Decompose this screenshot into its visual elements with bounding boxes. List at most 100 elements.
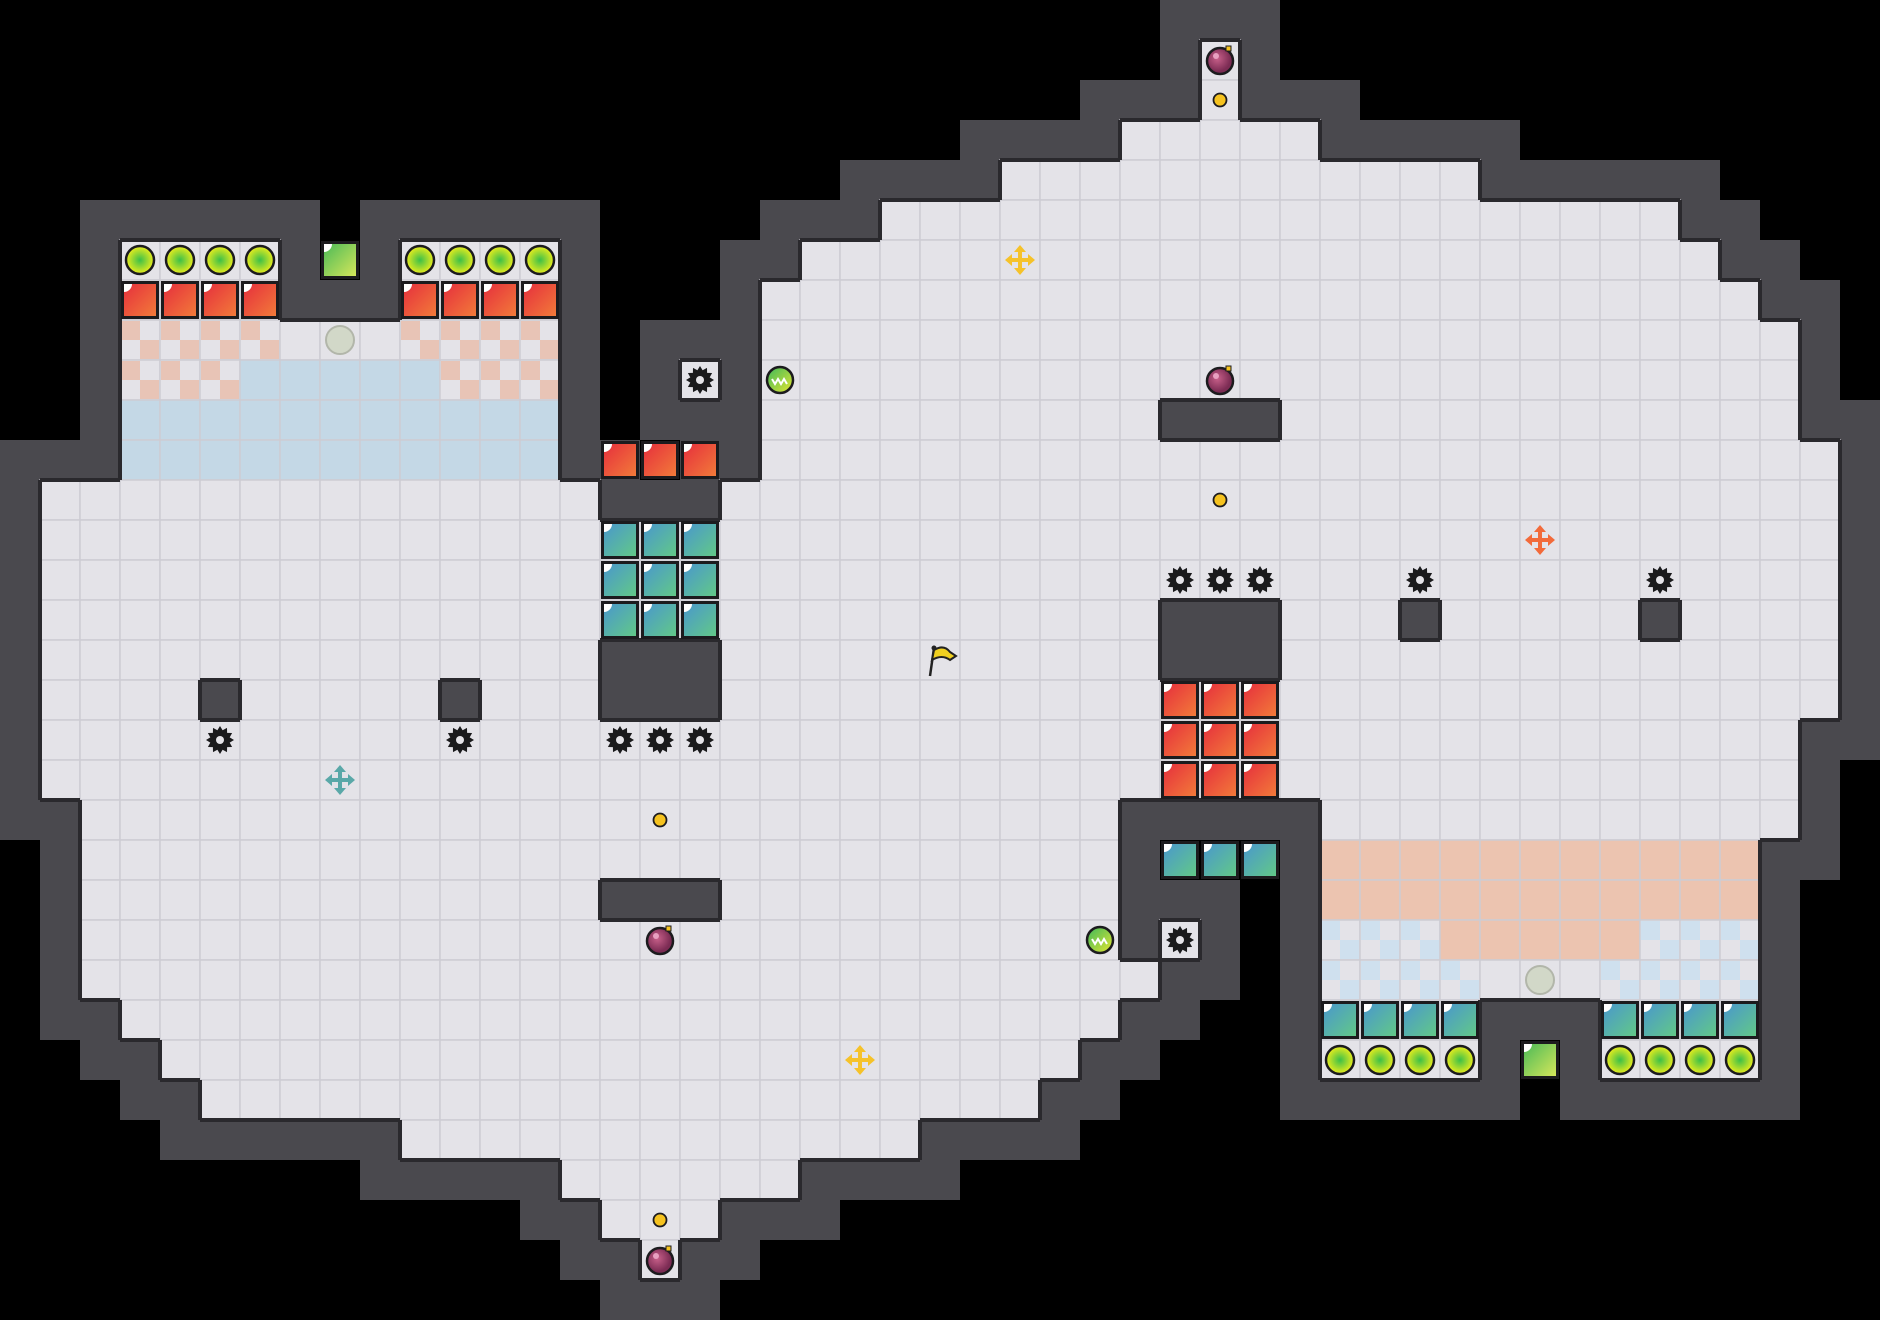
floor-tile	[1519, 559, 1561, 601]
floor-tile	[1439, 479, 1481, 521]
yellow-ball-icon	[444, 244, 476, 276]
floor-tile	[919, 759, 961, 801]
floor-tile	[199, 999, 241, 1041]
floor-tile	[1719, 279, 1761, 321]
floor-tile	[1399, 719, 1441, 761]
floor-tile	[1559, 199, 1601, 241]
floor-tile	[1719, 319, 1761, 361]
wall-tile	[1240, 800, 1280, 840]
floor-tile	[1359, 599, 1401, 641]
wall-tile	[1160, 600, 1200, 640]
floor-tile	[159, 479, 201, 521]
floor-tile	[879, 239, 921, 281]
floor-tile	[239, 1039, 281, 1081]
floor-tile	[1439, 679, 1481, 721]
wall-tile	[1760, 280, 1800, 320]
wall-tile	[840, 200, 880, 240]
floor-tile	[1519, 719, 1561, 761]
wall-tile	[920, 1120, 960, 1160]
floor-tile	[999, 479, 1041, 521]
floor-tile	[1439, 719, 1481, 761]
floor-tile	[1519, 279, 1561, 321]
floor-tile	[479, 719, 521, 761]
water-tile	[159, 399, 201, 441]
floor-tile	[719, 679, 761, 721]
floor-tile	[359, 639, 401, 681]
floor-tile	[79, 639, 121, 681]
floor-tile	[999, 1039, 1041, 1081]
floor-tile	[719, 1159, 761, 1201]
floor-tile	[399, 1079, 441, 1121]
floor-tile	[559, 759, 601, 801]
floor-tile	[639, 1039, 681, 1081]
wall-tile	[1280, 80, 1320, 120]
wall-tile	[1480, 1040, 1520, 1080]
checker-square	[121, 321, 140, 340]
wall-tile	[1840, 640, 1880, 680]
floor-tile	[1559, 479, 1601, 521]
wall-tile	[600, 640, 640, 680]
floor-tile	[1079, 239, 1121, 281]
floor-tile	[319, 479, 361, 521]
floor-tile	[1759, 519, 1801, 561]
red-block-icon	[1241, 681, 1279, 719]
floor-tile	[239, 719, 281, 761]
floor-tile	[1639, 399, 1681, 441]
salmon-tile	[1359, 839, 1401, 881]
checker-square	[1681, 921, 1700, 940]
floor-tile	[839, 279, 881, 321]
floor-tile	[1079, 799, 1121, 841]
floor-tile	[799, 839, 841, 881]
floor-tile	[239, 759, 281, 801]
wall-tile	[640, 400, 680, 440]
floor-tile	[1799, 439, 1841, 481]
water-tile	[279, 399, 321, 441]
floor-tile	[439, 639, 481, 681]
floor-tile	[999, 519, 1041, 561]
floor-tile	[1719, 519, 1761, 561]
floor-tile	[959, 919, 1001, 961]
wall-tile	[1560, 160, 1600, 200]
water-tile	[519, 439, 561, 481]
floor-tile	[679, 839, 721, 881]
floor-tile	[1479, 679, 1521, 721]
floor-tile	[519, 839, 561, 881]
teal-block-icon	[681, 601, 719, 639]
wall-tile	[1400, 120, 1440, 160]
wall-tile	[1680, 160, 1720, 200]
wall-tile	[520, 1200, 560, 1240]
floor-tile	[1479, 959, 1521, 1001]
wall-tile	[1160, 400, 1200, 440]
wall-tile	[360, 1160, 400, 1200]
floor-tile	[919, 519, 961, 561]
floor-tile	[479, 639, 521, 681]
floor-tile	[1319, 599, 1361, 641]
floor-tile	[999, 359, 1041, 401]
floor-tile	[1519, 319, 1561, 361]
floor-tile	[559, 599, 601, 641]
floor-tile	[919, 919, 961, 961]
yellow-ball-icon	[524, 244, 556, 276]
floor-tile	[999, 399, 1041, 441]
floor-tile	[519, 919, 561, 961]
floor-tile	[599, 999, 641, 1041]
floor-tile	[1759, 679, 1801, 721]
teal-block-icon	[1401, 1001, 1439, 1039]
floor-tile	[1199, 119, 1241, 161]
floor-tile	[799, 959, 841, 1001]
wall-tile	[240, 1120, 280, 1160]
water-tile	[439, 399, 481, 441]
wall-tile	[1320, 1080, 1360, 1120]
floor-tile	[559, 999, 601, 1041]
floor-tile	[119, 559, 161, 601]
floor-tile	[1759, 359, 1801, 401]
floor-tile	[1079, 319, 1121, 361]
floor-tile	[759, 319, 801, 361]
bomb-icon	[1205, 365, 1235, 396]
floor-tile	[759, 799, 801, 841]
red-block-icon	[1241, 721, 1279, 759]
floor-tile	[439, 1039, 481, 1081]
teal-block-icon	[641, 521, 679, 559]
floor-tile	[279, 599, 321, 641]
teal-block-icon	[1601, 1001, 1639, 1039]
